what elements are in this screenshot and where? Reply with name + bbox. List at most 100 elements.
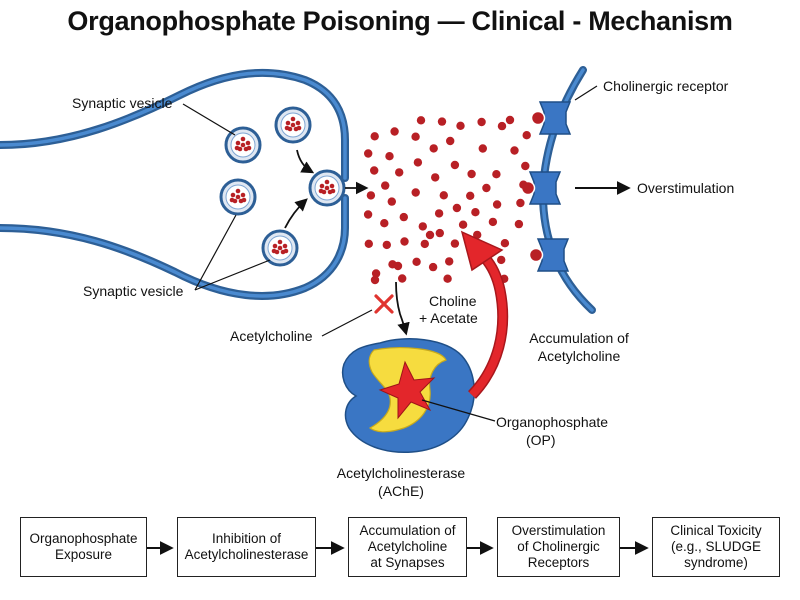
acetylcholine-molecule xyxy=(500,239,510,248)
vesicle-leader-top xyxy=(182,103,236,136)
acetylcholine-molecule xyxy=(446,136,455,146)
acetylcholine-molecule xyxy=(519,180,528,189)
acetylcholine-molecule xyxy=(458,220,468,229)
acetylcholine-molecule xyxy=(514,219,524,229)
receptor-leader xyxy=(574,85,598,101)
op-label-line2: (OP) xyxy=(526,432,556,448)
acetylcholine-molecule xyxy=(387,197,396,206)
acetylcholine-molecule xyxy=(380,219,389,228)
acetylcholine-molecule xyxy=(456,121,465,130)
receptor xyxy=(528,238,570,272)
cholinergic-receptors xyxy=(520,101,572,272)
acetylcholine-molecule xyxy=(439,191,448,200)
flow-step-overstimulation: Overstimulation of Cholinergic Receptors xyxy=(497,517,620,577)
acetylcholine-molecule xyxy=(431,173,440,182)
op-leader xyxy=(421,399,496,422)
acetylcholine-molecule xyxy=(522,131,531,140)
acetylcholine-label: Acetylcholine xyxy=(230,328,313,344)
acetylcholine-molecule xyxy=(398,274,407,283)
acetylcholine-molecule xyxy=(505,115,515,125)
vesicle xyxy=(308,169,346,207)
synaptic-vesicle-label-top: Synaptic vesicle xyxy=(72,95,173,111)
op-label-line1: Organophosphate xyxy=(496,414,608,430)
acetylcholine-molecule xyxy=(413,158,423,167)
acetylcholine-molecule xyxy=(418,222,427,231)
acetylcholine-molecule xyxy=(390,127,399,136)
vesicle-leader-bottom-1 xyxy=(194,214,237,291)
hydrolysis-arrow xyxy=(395,281,410,336)
vesicle-leader-bottom-2 xyxy=(194,259,271,291)
flow-step-accumulation: Accumulation of Acetylcholine at Synapse… xyxy=(348,517,467,577)
acetylcholinesterase-enzyme xyxy=(341,338,475,454)
acetylcholine-molecule xyxy=(416,116,426,125)
acetylcholine-molecule xyxy=(497,121,507,131)
receptor xyxy=(530,101,572,135)
acetylcholine-molecule xyxy=(516,198,525,208)
acetylcholine-molecule xyxy=(477,117,486,127)
choline-label: Choline xyxy=(429,293,477,309)
flow-step-toxicity: Clinical Toxicity (e.g., SLUDGE syndrome… xyxy=(652,517,780,577)
acetylcholine-molecule xyxy=(466,191,475,200)
acetylcholine-molecule xyxy=(492,170,501,179)
acetylcholine-molecule xyxy=(385,152,394,161)
acetylcholine-molecule xyxy=(510,146,519,155)
accumulation-arrow xyxy=(460,230,509,399)
acetylcholine-molecule xyxy=(425,230,435,240)
flow-step-inhibition: Inhibition of Acetylcholinesterase xyxy=(177,517,316,577)
vesicle-arrow-2 xyxy=(284,198,308,229)
ache-label-line2: (AChE) xyxy=(378,483,424,499)
presynaptic-terminal xyxy=(0,68,349,300)
acetylcholine-molecule xyxy=(400,237,409,246)
acetylcholine-molecule xyxy=(371,269,381,278)
acetylcholine-molecule xyxy=(452,203,462,213)
acetylcholine-molecule xyxy=(445,257,454,266)
acetylcholine-molecule xyxy=(471,208,480,217)
acetylcholine-molecule xyxy=(381,181,390,190)
acetylcholine-molecule xyxy=(428,262,438,272)
acetylcholine-molecule xyxy=(450,239,460,248)
receptor xyxy=(520,171,562,205)
inhibition-x-icon xyxy=(374,294,394,314)
acetylcholine-molecule xyxy=(443,274,452,283)
acetylcholine-molecule xyxy=(370,275,380,285)
acetylcholine-molecule xyxy=(488,217,498,227)
vesicle-arrow-1 xyxy=(296,149,315,174)
synaptic-vesicles xyxy=(219,106,346,267)
vesicle xyxy=(274,106,312,144)
acetylcholine-molecule xyxy=(363,210,373,219)
acetylcholine-molecule xyxy=(429,144,438,153)
vesicle xyxy=(224,126,262,164)
organophosphate-star-icon xyxy=(378,360,436,420)
vesicle xyxy=(261,229,299,267)
acetylcholine-leader xyxy=(321,309,373,337)
acetylcholine-molecule xyxy=(467,169,476,179)
acetylcholine-molecule xyxy=(482,183,491,193)
acetylcholine-molecule xyxy=(393,261,403,271)
cholinergic-receptor-label: Cholinergic receptor xyxy=(603,78,729,94)
accumulation-label-line2: Acetylcholine xyxy=(538,348,621,364)
acetylcholine-molecule xyxy=(411,132,420,141)
acetylcholine-molecule xyxy=(435,228,444,238)
synaptic-vesicle-label-bottom: Synaptic vesicle xyxy=(83,283,184,299)
acetylcholine-molecule xyxy=(434,209,444,218)
acetylcholine-molecule xyxy=(437,117,447,126)
acetate-label: + Acetate xyxy=(419,310,478,326)
acetylcholine-molecule xyxy=(521,161,530,171)
acetylcholine-molecule xyxy=(370,132,379,141)
acetylcholine-molecule xyxy=(366,191,376,200)
acetylcholine-molecule xyxy=(382,240,391,250)
acetylcholine-molecule xyxy=(450,160,460,170)
acetylcholine-molecule xyxy=(399,212,408,222)
acetylcholine-molecule xyxy=(395,168,404,177)
acetylcholine-molecule xyxy=(492,200,502,209)
acetylcholine-molecule xyxy=(364,149,373,158)
acetylcholine-molecules xyxy=(363,115,531,285)
acetylcholine-molecule xyxy=(370,166,379,175)
acetylcholine-molecule xyxy=(412,257,421,266)
vesicle xyxy=(219,178,257,216)
acetylcholine-molecule xyxy=(478,144,487,153)
ache-label-line1: Acetylcholinesterase xyxy=(337,465,466,481)
acetylcholine-molecule xyxy=(364,239,373,248)
acetylcholine-molecule xyxy=(420,239,429,249)
